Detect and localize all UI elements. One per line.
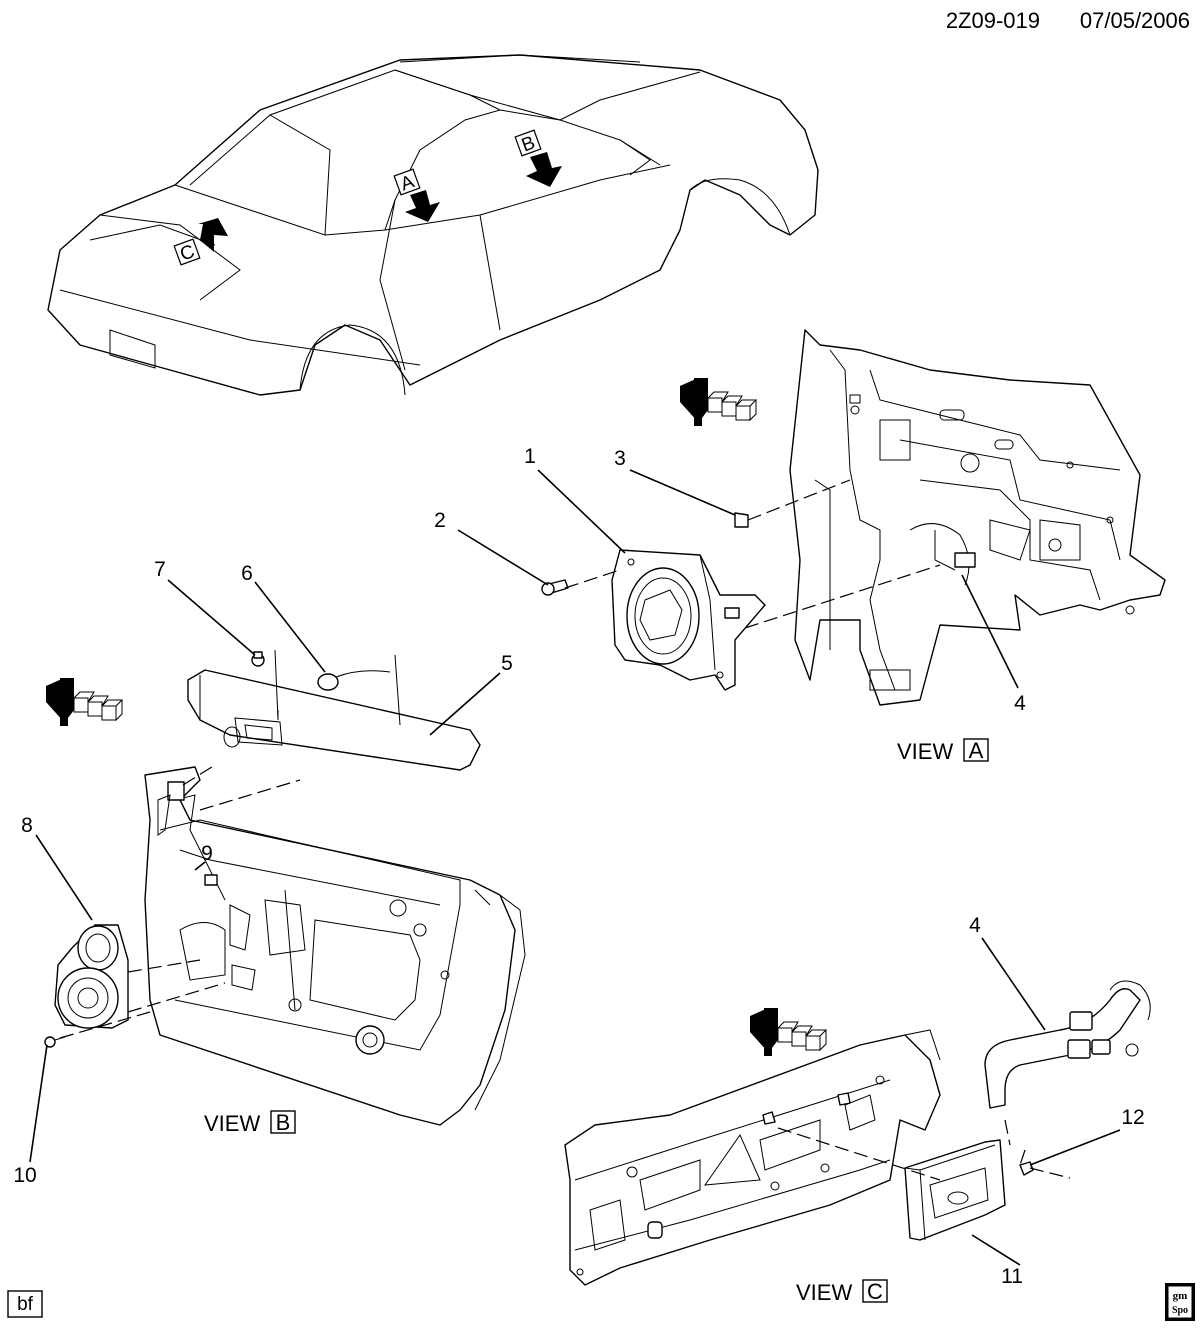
view-a-caption: VIEW A [897,738,989,764]
svg-text:VIEW: VIEW [796,1280,852,1305]
gm-spo-logo-icon: gm Spo [1165,1283,1195,1321]
callout-4-view-c: 4 [969,914,981,937]
view-arrow-b: B [514,129,562,187]
view-arrow-c: C [173,218,228,266]
amplifier-module [904,1139,1006,1241]
svg-text:C: C [867,1279,883,1304]
door-inner-panel [144,766,526,1126]
tweeter-parts [251,649,401,726]
svg-text:VIEW: VIEW [204,1111,260,1136]
front-direction-icon [750,1008,828,1056]
code-box: bf [7,1290,43,1318]
callout-1: 1 [524,445,536,468]
speaker-bracket-a [541,512,766,691]
callout-2: 2 [434,509,446,532]
callout-7: 7 [154,558,166,581]
callout-3: 3 [614,447,626,470]
callout-6: 6 [241,562,253,585]
view-b-callouts [29,579,501,1163]
view-b-caption: VIEW B [204,1110,296,1136]
view-c-callouts [971,937,1121,1266]
svg-text:C: C [177,241,197,265]
svg-text:gm: gm [1173,1290,1188,1302]
callout-8: 8 [21,814,33,837]
view-c-caption: VIEW C [796,1279,888,1305]
svg-text:B: B [276,1110,291,1135]
svg-text:A: A [969,738,984,763]
header: 2Z09-019 07/05/2006 [946,8,1190,33]
rear-panel-c [564,1029,941,1286]
car-illustration [47,54,819,396]
svg-text:bf: bf [17,1294,34,1315]
view-b-dashed-lines [59,764,301,1039]
diagram-code: 2Z09-019 [946,8,1040,33]
callout-10: 10 [13,1164,36,1187]
callout-5: 5 [501,652,513,675]
front-direction-icon [680,378,758,426]
diagram-date: 07/05/2006 [1080,8,1190,33]
callout-9: 9 [201,842,213,865]
callout-4-view-a: 4 [1014,692,1026,715]
view-a-body-panel [789,329,1166,706]
svg-text:Spo: Spo [1172,1305,1188,1316]
door-trim-panel [187,669,481,771]
wire-harness-c [984,980,1151,1176]
view-arrow-a: A [393,168,440,222]
callout-12: 12 [1121,1106,1144,1129]
view-c-dashed-lines [777,1119,1071,1181]
view-a-dashed-lines [564,479,941,629]
front-direction-icon [46,678,124,726]
door-speaker-b [44,924,129,1048]
view-a-callouts [457,469,1019,689]
callout-11: 11 [1001,1265,1023,1288]
svg-text:VIEW: VIEW [897,739,953,764]
